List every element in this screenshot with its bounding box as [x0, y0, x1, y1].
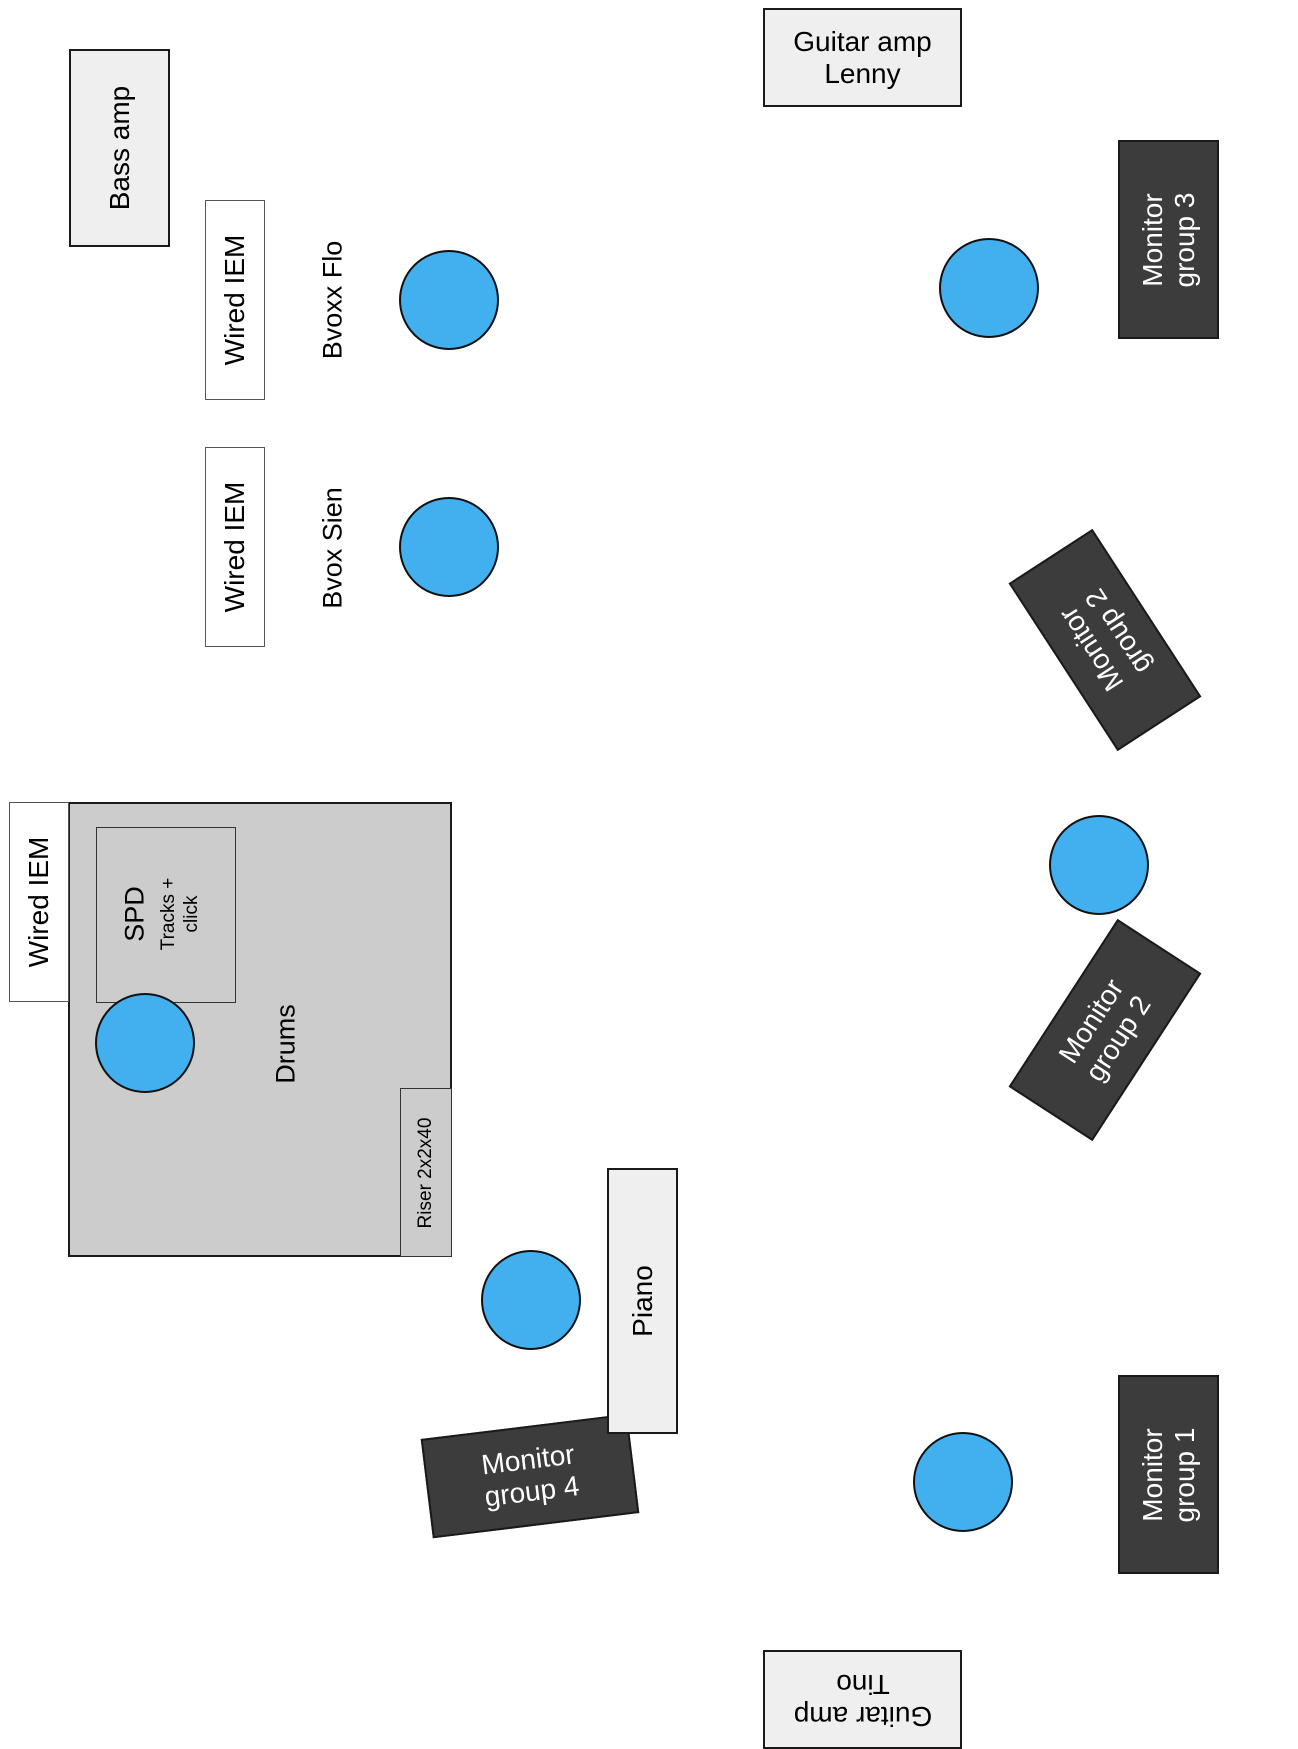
musician-drums [95, 993, 195, 1093]
monitor-group-1-label: Monitor [1136, 1427, 1168, 1522]
monitor-group-2-upper: Monitor group 2 [1008, 528, 1202, 752]
spd-label: SPD [119, 886, 150, 942]
riser-label: Riser 2x2x40 [415, 1117, 437, 1228]
musician-bvoxx-flo [399, 250, 499, 350]
musician-bvox-sien [399, 497, 499, 597]
monitor-group-1-number: group 1 [1168, 1427, 1200, 1522]
guitar-amp-lenny-name: Lenny [824, 57, 901, 89]
musician-lead [1049, 815, 1149, 915]
wired-iem-drums-label: Wired IEM [22, 836, 54, 968]
bass-amp-label: Bass amp [103, 85, 135, 211]
spd-click-label: click [181, 895, 202, 933]
bvox-sien-label: Bvox Sien [317, 487, 348, 609]
bass-amp: Bass amp [69, 49, 170, 247]
guitar-amp-lenny: Guitar amp Lenny [763, 8, 962, 107]
guitar-amp-lenny-label: Guitar amp [793, 25, 932, 57]
wired-iem-flo-label: Wired IEM [218, 234, 250, 366]
monitor-group-3-number: group 3 [1168, 192, 1200, 287]
spd-tracks-label: Tracks + [158, 877, 180, 951]
piano: Piano [607, 1168, 678, 1434]
wired-iem-drums: Wired IEM [9, 802, 69, 1002]
bvoxx-flo-label: Bvoxx Flo [317, 240, 348, 360]
guitar-amp-tino-label: Guitar amp [793, 1700, 932, 1732]
musician-guitar-tino [913, 1432, 1013, 1532]
monitor-group-1: Monitor group 1 [1118, 1375, 1219, 1574]
guitar-amp-tino: Guitar amp Tino [763, 1650, 962, 1749]
drums-label: Drums [270, 1004, 301, 1084]
wired-iem-flo: Wired IEM [205, 200, 265, 400]
monitor-group-3: Monitor group 3 [1118, 140, 1219, 339]
monitor-group-2-lower: Monitor group 2 [1008, 918, 1202, 1142]
wired-iem-sien-label: Wired IEM [218, 481, 250, 613]
musician-piano [481, 1250, 581, 1350]
musician-guitar-lenny [939, 238, 1039, 338]
wired-iem-sien: Wired IEM [205, 447, 265, 647]
spd-box: SPD Tracks + click [96, 827, 236, 1003]
riser-tag: Riser 2x2x40 [400, 1088, 452, 1257]
guitar-amp-tino-name: Tino [835, 1668, 890, 1700]
monitor-group-3-label: Monitor [1136, 192, 1168, 287]
piano-label: Piano [626, 1265, 658, 1337]
